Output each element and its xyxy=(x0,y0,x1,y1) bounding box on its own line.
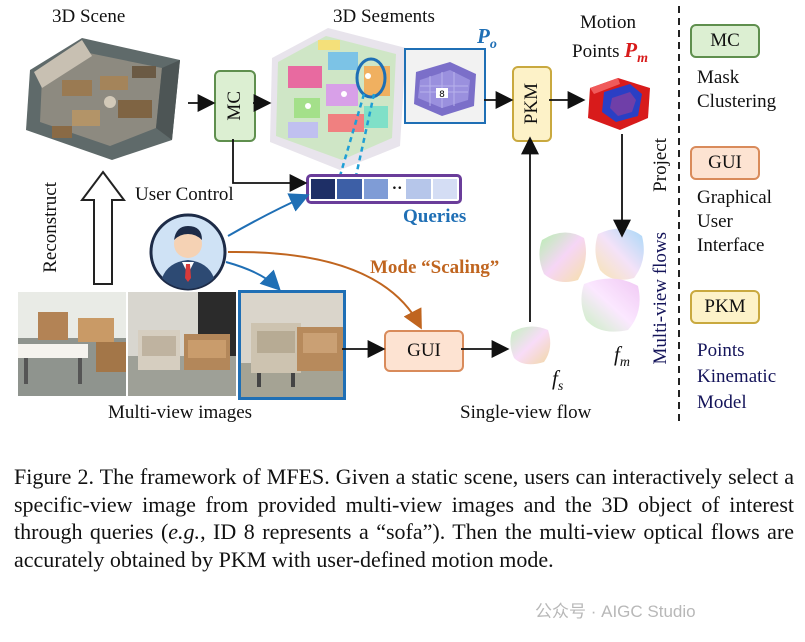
query-token xyxy=(432,179,457,199)
legend-mc-desc: Mask Clustering xyxy=(697,66,776,114)
view-image-3-selected[interactable] xyxy=(238,290,346,400)
caption-text: , ID 8 represents a “sofa”). Then the mu… xyxy=(14,519,795,572)
legend-mc-line: Mask xyxy=(697,67,740,88)
legend-mc-abbr: MC xyxy=(710,30,740,51)
single-view-flow-image xyxy=(510,326,551,365)
query-ellipsis: ·· xyxy=(389,179,405,199)
single-view-flow-label: Single-view flow xyxy=(460,402,592,423)
motion-points-line2: Points Pm xyxy=(572,38,648,66)
legend-pkm-desc: Points Kinematic Model xyxy=(697,338,776,416)
legend-pkm-line: Kinematic xyxy=(697,366,777,387)
caption-eg: e.g. xyxy=(168,519,201,544)
legend-gui-line: Interface xyxy=(697,235,765,256)
legend-gui-abbr: GUI xyxy=(708,152,742,173)
view-image-2 xyxy=(128,292,236,396)
scene-image xyxy=(22,30,186,162)
legend-pkm-abbr: PKM xyxy=(704,296,746,317)
user-control-label: User Control xyxy=(135,184,234,205)
legend-pkm-box: PKM xyxy=(690,290,760,324)
mode-scaling-label: Mode “Scaling” xyxy=(370,257,500,278)
segments-image xyxy=(268,22,408,172)
caption-text: Figure 2. The framework of MFES. Given a… xyxy=(14,464,794,544)
flow-arrows xyxy=(188,91,631,358)
legend-pkm-line: Model xyxy=(697,392,747,413)
view-image-1 xyxy=(18,292,126,396)
queries-label: Queries xyxy=(403,206,467,227)
legend-gui-box: GUI xyxy=(690,146,760,180)
watermark: 公众号 · AIGC Studio xyxy=(535,602,696,621)
query-token xyxy=(406,179,431,199)
segment-id-text: 8 xyxy=(439,90,445,100)
fm-label: fm xyxy=(614,342,630,371)
figure-caption: Figure 2. The framework of MFES. Given a… xyxy=(14,463,794,573)
legend-gui-desc: Graphical User Interface xyxy=(697,186,772,258)
legend-mc-line: Clustering xyxy=(697,91,777,112)
gui-box-label: GUI xyxy=(407,340,441,361)
multiview-flows-image xyxy=(539,228,644,332)
query-link-dashes xyxy=(338,93,376,177)
query-token xyxy=(311,179,336,199)
segments-title: 3D Segments xyxy=(333,6,435,27)
queries-bar: ·· xyxy=(306,174,462,204)
legend-gui-line: Graphical xyxy=(697,187,772,208)
query-token xyxy=(337,179,362,199)
fs-label: fs xyxy=(552,366,564,395)
user-avatar-icon xyxy=(149,213,227,291)
reconstruct-arrow-icon xyxy=(80,170,126,285)
legend-mc-box: MC xyxy=(690,24,760,58)
legend-separator xyxy=(678,6,680,424)
legend-pkm-line: Points xyxy=(697,340,745,361)
selected-object-circle xyxy=(355,57,387,99)
query-token xyxy=(363,179,388,199)
motion-points-line1: Motion xyxy=(580,12,636,33)
motion-points-image xyxy=(584,70,656,134)
selected-sofa-image: 8 xyxy=(404,48,486,124)
multiview-images-label: Multi-view images xyxy=(108,402,253,423)
po-label: Po xyxy=(477,24,497,53)
scene-title: 3D Scene xyxy=(52,6,126,27)
legend-gui-line: User xyxy=(697,211,733,232)
